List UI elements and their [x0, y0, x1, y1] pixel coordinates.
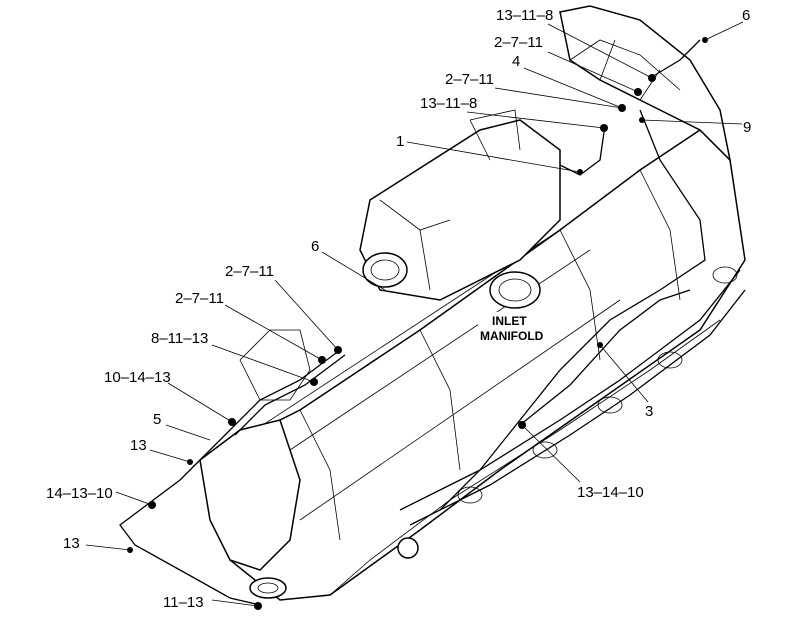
- callout-4: 4: [512, 53, 520, 70]
- right-manifold: [397, 266, 746, 559]
- manifold-label: MANIFOLD: [480, 329, 544, 343]
- callout-6-mid: 6: [311, 238, 319, 255]
- callout-13-a: 13: [130, 437, 147, 454]
- callout-3: 3: [645, 403, 653, 420]
- callout-9: 9: [743, 119, 751, 136]
- callout-13-14-10: 13–14–10: [577, 484, 644, 501]
- callout-2-7-11-a: 2–7–11: [494, 34, 543, 51]
- inlet-manifold-note: INLET MANIFOLD: [478, 312, 552, 344]
- callout-6-top: 6: [742, 7, 750, 24]
- inlet-manifold-housing: [359, 109, 561, 309]
- callout-2-7-11-c: 2–7–11: [225, 263, 274, 280]
- callout-13-11-8-top: 13–11–8: [496, 7, 553, 24]
- callout-5: 5: [153, 411, 161, 428]
- callout-13-b: 13: [63, 535, 80, 552]
- callout-13-11-8-mid: 13–11–8: [420, 95, 477, 112]
- callout-1: 1: [396, 133, 404, 150]
- callout-11-13: 11–13: [163, 594, 204, 611]
- callout-8-11-13: 8–11–13: [151, 330, 208, 347]
- inlet-label: INLET: [492, 314, 527, 328]
- leader-lines: [85, 21, 744, 607]
- callout-14-13-10: 14–13–10: [46, 485, 113, 502]
- tube-lines: [119, 39, 706, 606]
- callout-labels: 13–11–8 6 2–7–11 4 2–7–11 9 13–11–8 1 6 …: [46, 7, 751, 611]
- callout-2-7-11-b: 2–7–11: [445, 71, 494, 88]
- callout-10-14-13: 10–14–13: [104, 369, 171, 386]
- callout-2-7-11-d: 2–7–11: [175, 290, 224, 307]
